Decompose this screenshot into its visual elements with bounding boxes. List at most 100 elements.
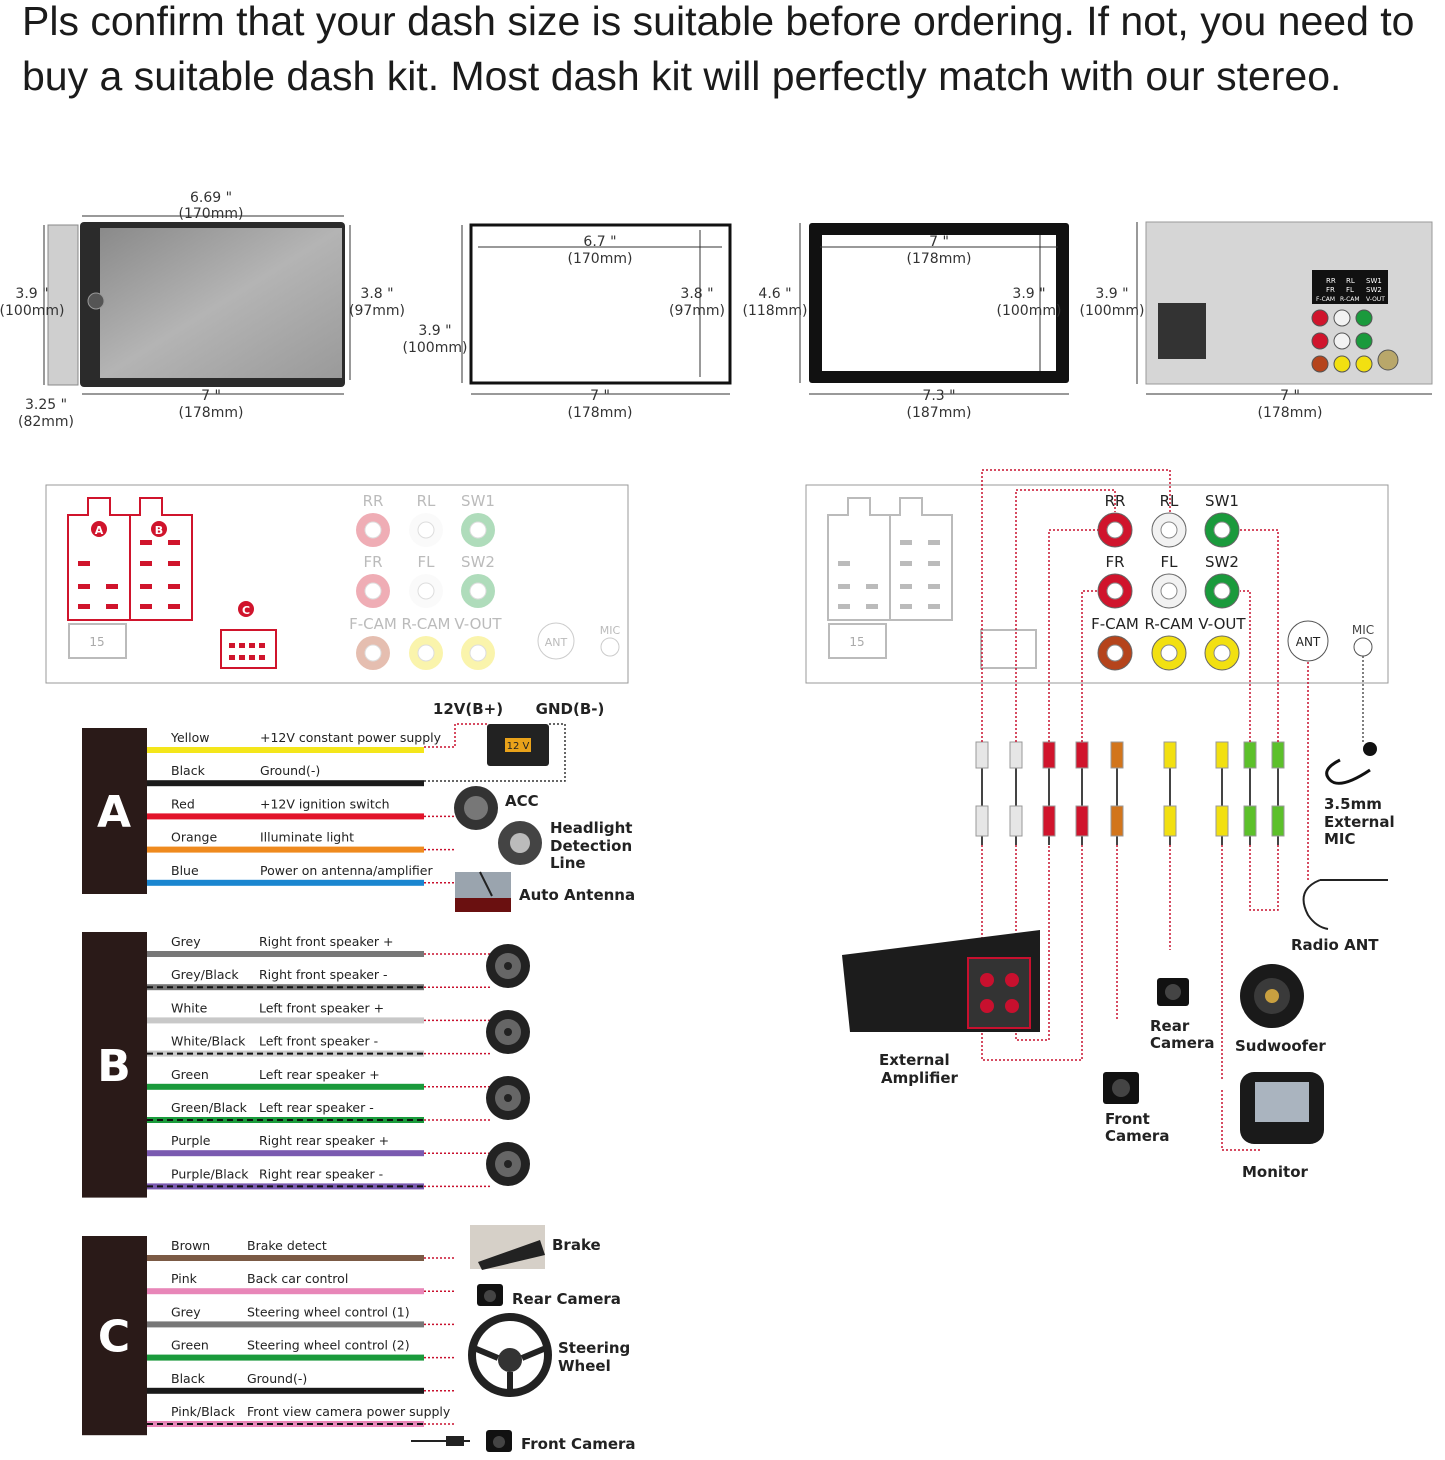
jack-left-label: SW1	[461, 492, 495, 510]
back-jack	[1333, 309, 1351, 327]
device-rear-camera-av-2: Camera	[1150, 1034, 1214, 1052]
signal-route	[981, 845, 1083, 1061]
back-jack	[1311, 332, 1329, 350]
signal-route	[1048, 529, 1098, 742]
back-w: 7 "	[1280, 388, 1300, 404]
back-label-sw2: SW2	[1366, 286, 1382, 294]
jack-left-label: R-CAM	[402, 615, 451, 633]
back-label-rcam: R-CAM	[1340, 296, 1360, 303]
connector-letter: B	[97, 1041, 131, 1092]
device-headlight-1: Headlight	[550, 819, 632, 837]
battery-label: 12 V	[507, 741, 530, 752]
jack-left-core	[469, 582, 487, 600]
wire-color: Red	[171, 796, 195, 811]
jack-left-label: F-CAM	[349, 615, 397, 633]
back-jack	[1355, 355, 1373, 373]
wire-color: White/Black	[171, 1034, 246, 1049]
mic-label-right: MIC	[1352, 623, 1374, 637]
wire-color: Green	[171, 1067, 209, 1082]
rca-plug	[1042, 805, 1056, 837]
wire	[147, 984, 424, 991]
wire	[147, 813, 424, 820]
jack-left-core	[417, 582, 435, 600]
wire-color: White	[171, 1000, 208, 1015]
wire-color: Brown	[171, 1238, 210, 1253]
wire-color: Grey	[171, 1304, 201, 1319]
wire	[147, 951, 424, 957]
rca-plug	[975, 805, 989, 837]
jack-right-label: V-OUT	[1198, 615, 1246, 633]
back-jack	[1333, 332, 1351, 350]
back-h: 3.9 "	[1095, 286, 1128, 302]
frame2-outer-w-mm: (187mm)	[907, 405, 972, 421]
device-acc: ACC	[505, 792, 539, 810]
frame1-inner-w: 6.7 "	[583, 234, 616, 250]
rca-plug	[1163, 741, 1177, 769]
unit-bottom-dim: 7 "	[201, 388, 221, 404]
device-auto-antenna: Auto Antenna	[519, 886, 635, 904]
wire	[147, 1387, 424, 1394]
wire-color: Purple/Black	[171, 1166, 249, 1181]
frame1-outer-h: 3.9 "	[418, 323, 451, 339]
jack-right-core	[1106, 644, 1124, 662]
back-label-vout: V-OUT	[1366, 296, 1385, 303]
rca-plug	[975, 741, 989, 769]
speaker-center	[504, 1094, 512, 1102]
frame1-inner-w-mm: (170mm)	[568, 251, 633, 267]
back-jack	[1355, 309, 1373, 327]
back-w-mm: (178mm)	[1258, 405, 1323, 421]
wire	[147, 1117, 424, 1123]
unit-front-diagram: 6.69 " (170mm) 3.9 " (100mm) 3.8 " (97mm…	[0, 190, 405, 430]
wire	[147, 1183, 424, 1190]
rca-plug	[1215, 805, 1229, 837]
device-mic-3: MIC	[1324, 830, 1356, 848]
wire-function: Ground(-)	[260, 763, 320, 778]
device-amplifier-1: External	[879, 1051, 950, 1069]
back-label-rr: RR	[1326, 277, 1336, 285]
ant-label-right: ANT	[1296, 635, 1321, 649]
wire	[147, 1150, 424, 1157]
wire-function: Steering wheel control (2)	[247, 1338, 410, 1353]
jack-left-label: RL	[417, 492, 436, 510]
rca-plug	[1243, 805, 1257, 837]
unit-bottom-mm: (178mm)	[179, 405, 244, 421]
back-jack	[1311, 309, 1329, 327]
back-jack	[1333, 355, 1351, 373]
device-steering-1: Steering	[558, 1339, 630, 1357]
wire-function: Back car control	[247, 1271, 348, 1286]
back-label-fr: FR	[1326, 286, 1335, 294]
back-jack	[1311, 355, 1329, 373]
jack-right-core	[1160, 521, 1178, 539]
fuse-label-left: 15	[89, 635, 104, 649]
wire-function: Left rear speaker +	[259, 1067, 380, 1082]
wire	[147, 1354, 424, 1361]
connector-block	[82, 932, 147, 1198]
connector-c-badge: C	[242, 604, 250, 617]
wire-function: Power on antenna/amplifier	[260, 863, 433, 878]
jack-left-core	[417, 521, 435, 539]
wire	[147, 780, 424, 787]
connector-b-badge: B	[155, 524, 163, 537]
rca-plug	[1271, 805, 1285, 837]
c-devices: Brake Rear Camera Steering Wheel Front C…	[411, 1225, 636, 1453]
rca-plug	[1110, 805, 1124, 837]
unit-left-dim: 3.9 "	[15, 286, 48, 302]
wire	[147, 1255, 424, 1261]
jack-right-label: FR	[1105, 553, 1124, 571]
frame1-outer-w: 7 "	[590, 388, 610, 404]
unit-left-mm: (100mm)	[0, 303, 64, 319]
rca-plug	[1243, 741, 1257, 769]
jack-right-core	[1213, 521, 1231, 539]
jack-right-label: R-CAM	[1145, 615, 1194, 633]
rca-plug	[1110, 741, 1124, 769]
a-devices: ACC Headlight Detection Line Auto Antenn…	[454, 786, 635, 912]
wire	[147, 879, 424, 886]
connector-letter: C	[98, 1312, 130, 1363]
frame1-outer-h-mm: (100mm)	[403, 340, 468, 356]
jack-right-label: F-CAM	[1091, 615, 1139, 633]
rca-plug	[1215, 741, 1229, 769]
wire-color: Blue	[171, 863, 199, 878]
jack-left-core	[364, 582, 382, 600]
signal-route	[981, 469, 1171, 742]
wire-function: Front view camera power supply	[247, 1404, 451, 1419]
